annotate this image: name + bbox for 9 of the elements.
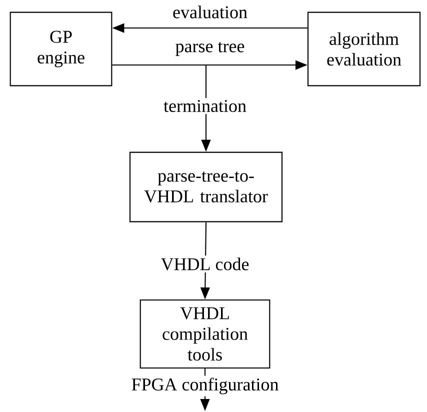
edge-label: termination bbox=[162, 98, 248, 114]
process-box: VHDL compilation tools bbox=[140, 299, 270, 369]
edge-label: evaluation bbox=[170, 4, 250, 20]
edge-label: parse tree bbox=[173, 40, 247, 58]
process-box: GP engine bbox=[10, 12, 112, 86]
process-box: algorithm evaluation bbox=[307, 12, 421, 86]
edge-label: VHDL code bbox=[158, 256, 252, 272]
process-box: parse-tree-to-VHDL translator bbox=[129, 152, 283, 222]
edge-label: FPGA configuration bbox=[129, 376, 281, 396]
